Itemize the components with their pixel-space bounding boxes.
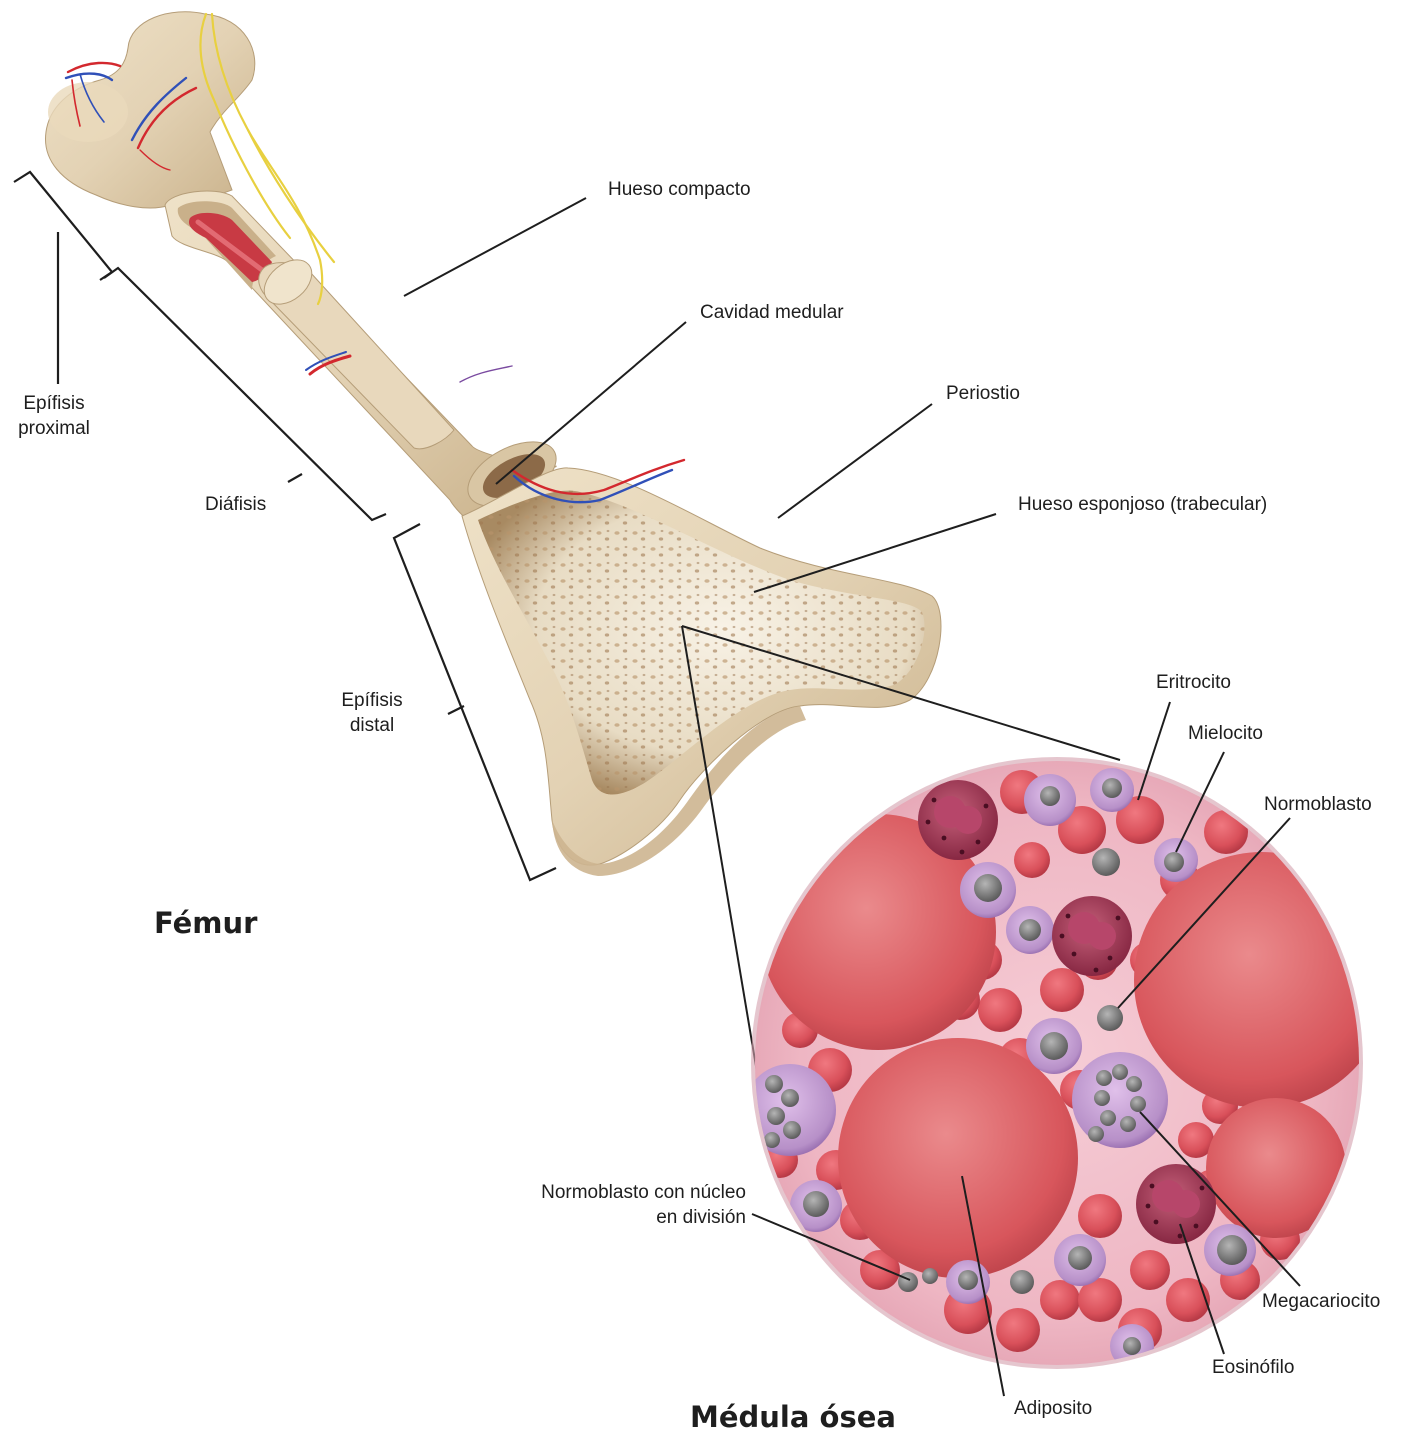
label-dividing-normoblast-line2: en división (480, 1205, 746, 1230)
label-distal-epiphysis: Epífisis distal (322, 688, 422, 738)
label-normoblast: Normoblasto (1264, 792, 1372, 817)
label-distal-epiphysis-line1: Epífisis (322, 688, 422, 713)
label-adipocyte: Adiposito (1014, 1396, 1092, 1421)
label-megakaryocyte: Megacariocito (1262, 1289, 1380, 1314)
label-proximal-epiphysis: Epífisis proximal (4, 391, 104, 441)
label-periosteum: Periostio (946, 381, 1020, 406)
label-compact-bone: Hueso compacto (608, 177, 751, 202)
label-dividing-normoblast-line1: Normoblasto con núcleo (480, 1180, 746, 1205)
femur-illustration (45, 12, 940, 876)
label-spongy-bone: Hueso esponjoso (trabecular) (1018, 492, 1267, 517)
label-proximal-epiphysis-line1: Epífisis (4, 391, 104, 416)
title-bone-marrow: Médula ósea (690, 1400, 896, 1434)
label-proximal-epiphysis-line2: proximal (4, 416, 104, 441)
label-medullary-cavity: Cavidad medular (700, 300, 844, 325)
label-myelocyte: Mielocito (1188, 721, 1263, 746)
label-erythrocyte: Eritrocito (1156, 670, 1231, 695)
title-femur: Fémur (154, 906, 257, 940)
label-dividing-normoblast: Normoblasto con núcleo en división (480, 1180, 746, 1230)
label-distal-epiphysis-line2: distal (322, 713, 422, 738)
label-eosinophil: Eosinófilo (1212, 1355, 1294, 1380)
label-diaphysis: Diáfisis (205, 492, 266, 517)
